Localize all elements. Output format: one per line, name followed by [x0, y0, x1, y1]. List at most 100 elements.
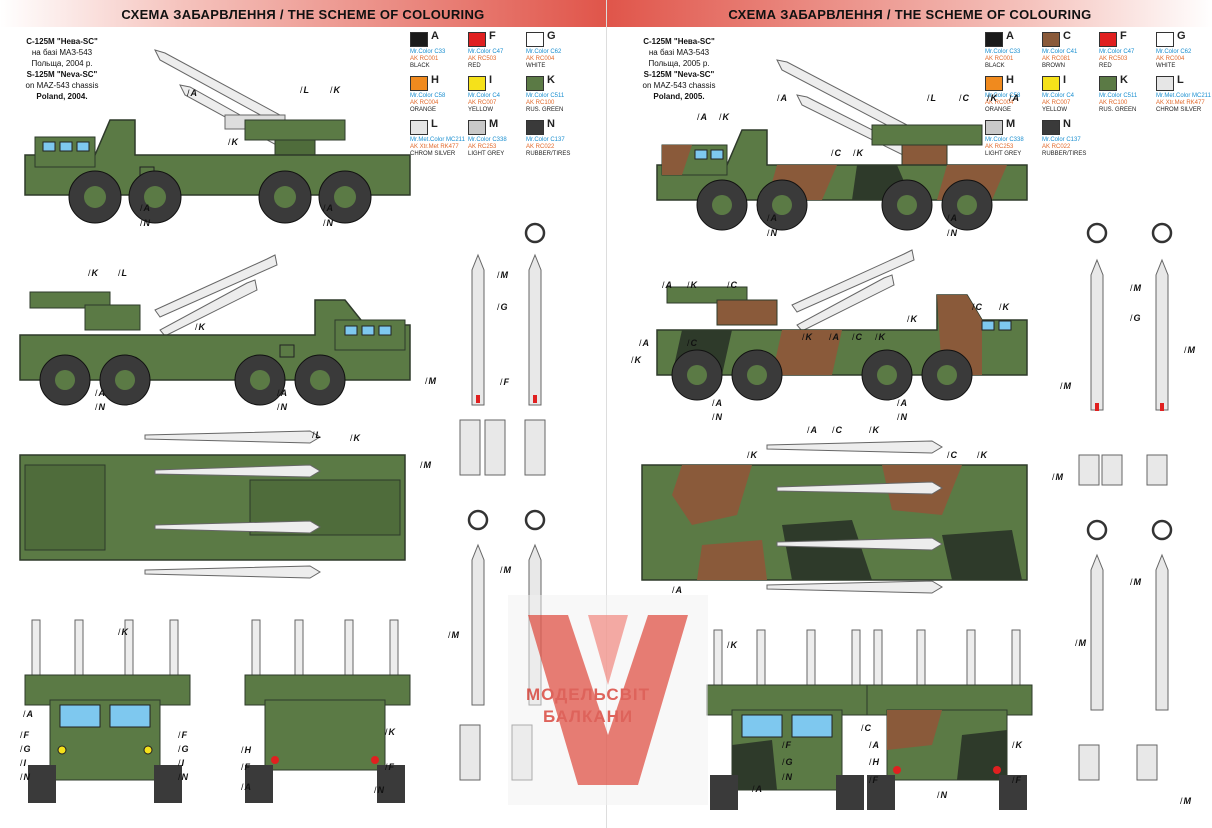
- swatch-code: H: [431, 74, 439, 86]
- rear-view: [244, 619, 411, 803]
- page-title: СХЕМА ЗАБАРВЛЕННЯ / THE SCHEME OF COLOUR…: [728, 7, 1092, 22]
- callout-K: K: [719, 112, 730, 122]
- callout-A: A: [829, 332, 840, 342]
- callout-A: A: [323, 203, 334, 213]
- callout-K: K: [869, 425, 880, 435]
- callout-M: M: [448, 630, 460, 640]
- watermark-emblem: [508, 595, 708, 805]
- swatch-ak: AK RC001: [410, 56, 439, 62]
- callout-C: C: [831, 148, 842, 158]
- swatch-color-chip: [1099, 76, 1117, 91]
- swatch-code: M: [1006, 118, 1016, 130]
- callout-M: M: [1060, 381, 1072, 391]
- swatch-mr: Mr.Color C511: [1099, 93, 1138, 99]
- swatch-ak: AK RC004: [985, 100, 1014, 106]
- swatch-mr: Mr.Met.Color MC211: [410, 137, 465, 143]
- swatch-code: F: [1120, 30, 1127, 42]
- swatch-name: ORANGE: [410, 107, 437, 113]
- callout-A: A: [662, 280, 673, 290]
- swatch-mr: Mr.Color C62: [526, 49, 562, 55]
- swatch-code: L: [1177, 74, 1184, 86]
- swatch-mr: Mr.Color C33: [410, 49, 446, 55]
- callout-K: K: [195, 322, 206, 332]
- swatch-code: M: [489, 118, 499, 130]
- callout-A: A: [672, 585, 683, 595]
- swatch-name: WHITE: [1156, 63, 1176, 69]
- swatch-ak: AK RC503: [1099, 56, 1128, 62]
- callout-F: F: [782, 740, 792, 750]
- callout-A: A: [777, 93, 788, 103]
- swatch-name: ORANGE: [985, 107, 1012, 113]
- callout-C: C: [861, 723, 872, 733]
- callout-A: A: [897, 398, 908, 408]
- callout-F: F: [869, 775, 879, 785]
- callout-A: A: [639, 338, 650, 348]
- caption-line: Poland, 2004.: [36, 92, 88, 101]
- callout-C: C: [687, 338, 698, 348]
- caption-line: на базі МАЗ-543: [648, 48, 710, 57]
- callout-K: K: [977, 450, 988, 460]
- callout-N: N: [140, 218, 151, 228]
- swatch-name: LIGHT GREY: [985, 151, 1022, 157]
- swatch-ak: AK RC253: [985, 144, 1014, 150]
- callout-K: K: [88, 268, 99, 278]
- callout-G: G: [497, 302, 508, 312]
- swatch-mr: Mr.Color C511: [526, 93, 565, 99]
- callout-M: M: [497, 270, 509, 280]
- callout-G: G: [1130, 313, 1141, 323]
- swatch-ak: AK RC007: [468, 100, 497, 106]
- callout-K: K: [875, 332, 886, 342]
- callout-H: H: [869, 757, 880, 767]
- callout-M: M: [1075, 638, 1087, 648]
- swatch-color-chip: [410, 32, 428, 47]
- callout-A: A: [712, 398, 723, 408]
- callout-N: N: [374, 785, 385, 795]
- swatch-name: RUS. GREEN: [526, 107, 564, 113]
- swatch-code: L: [431, 118, 438, 130]
- swatch-code: N: [547, 118, 555, 130]
- callout-N: N: [782, 772, 793, 782]
- swatch-name: BROWN: [1042, 63, 1065, 69]
- watermark-line-1: МОДЕЛЬСВІТ: [526, 685, 650, 704]
- callout-A: A: [277, 388, 288, 398]
- callout-F: F: [178, 730, 188, 740]
- side-view-right-facing: [24, 49, 411, 224]
- swatch-code: H: [1006, 74, 1014, 86]
- callout-M: M: [1130, 283, 1142, 293]
- caption-line: on MAZ-543 chassis: [25, 81, 99, 90]
- left-page: СХЕМА ЗАБАРВЛЕННЯ / THE SCHEME OF COLOUR…: [0, 0, 606, 828]
- swatch-name: BLACK: [410, 63, 430, 69]
- swatch-name: YELLOW: [468, 107, 494, 113]
- callout-F: F: [500, 377, 510, 387]
- swatch-code: A: [431, 30, 439, 42]
- callout-A: A: [187, 88, 198, 98]
- swatch-ak: AK RC004: [1156, 56, 1185, 62]
- swatch-color-chip: [1099, 32, 1117, 47]
- callout-K: K: [687, 280, 698, 290]
- callout-N: N: [95, 402, 106, 412]
- swatch-mr: Mr.Color C58: [985, 93, 1021, 99]
- callout-N: N: [937, 790, 948, 800]
- swatch-mr: Mr.Color C41: [1042, 49, 1078, 55]
- swatch-mr: Mr.Met.Color MC211: [1156, 93, 1211, 99]
- swatch-name: RUS. GREEN: [1099, 107, 1137, 113]
- callout-N: N: [947, 228, 958, 238]
- swatch-name: LIGHT GREY: [468, 151, 505, 157]
- callout-K: K: [631, 355, 642, 365]
- callout-L: L: [300, 85, 310, 95]
- callout-M: M: [1130, 577, 1142, 587]
- swatch-code: K: [547, 74, 555, 86]
- callout-K: K: [1012, 740, 1023, 750]
- callout-C: C: [727, 280, 738, 290]
- swatch-ak: AK RC022: [1042, 144, 1071, 150]
- swatch-ak: AK Xtr.Met RK477: [410, 144, 459, 150]
